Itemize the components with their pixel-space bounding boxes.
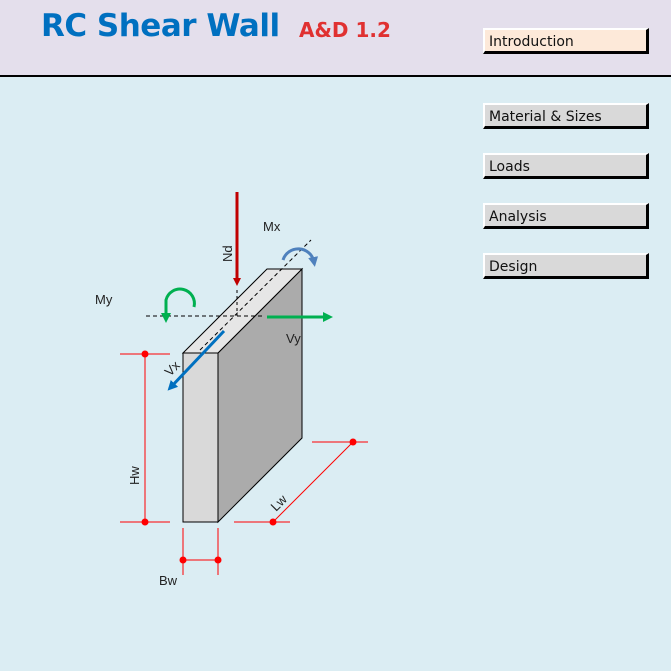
bw-label: Bw <box>159 573 178 588</box>
mx-label: Mx <box>263 219 281 234</box>
app-version: A&D 1.2 <box>299 18 391 42</box>
bw-dimension <box>182 528 219 575</box>
vx-arrow <box>167 329 226 391</box>
my-moment-arrow <box>161 287 196 323</box>
material-sizes-button[interactable]: Material & Sizes <box>483 103 649 129</box>
app-title: RC Shear Wall <box>41 8 280 44</box>
analysis-button[interactable]: Analysis <box>483 203 649 229</box>
nd-label: Nd <box>220 245 235 262</box>
introduction-button[interactable]: Introduction <box>483 28 649 54</box>
vy-label: Vy <box>286 331 301 346</box>
loads-button[interactable]: Loads <box>483 153 649 179</box>
wall-front-face <box>182 352 219 523</box>
x-axis-dashed <box>199 239 312 351</box>
my-label: My <box>95 292 113 307</box>
lw-dimension <box>234 441 368 523</box>
lw-label: Lw <box>268 491 291 514</box>
wall-solid <box>181 267 304 524</box>
mx-moment-arrow <box>281 247 319 267</box>
design-button[interactable]: Design <box>483 253 649 279</box>
hw-label: Hw <box>127 466 142 485</box>
hw-dimension <box>120 353 170 523</box>
